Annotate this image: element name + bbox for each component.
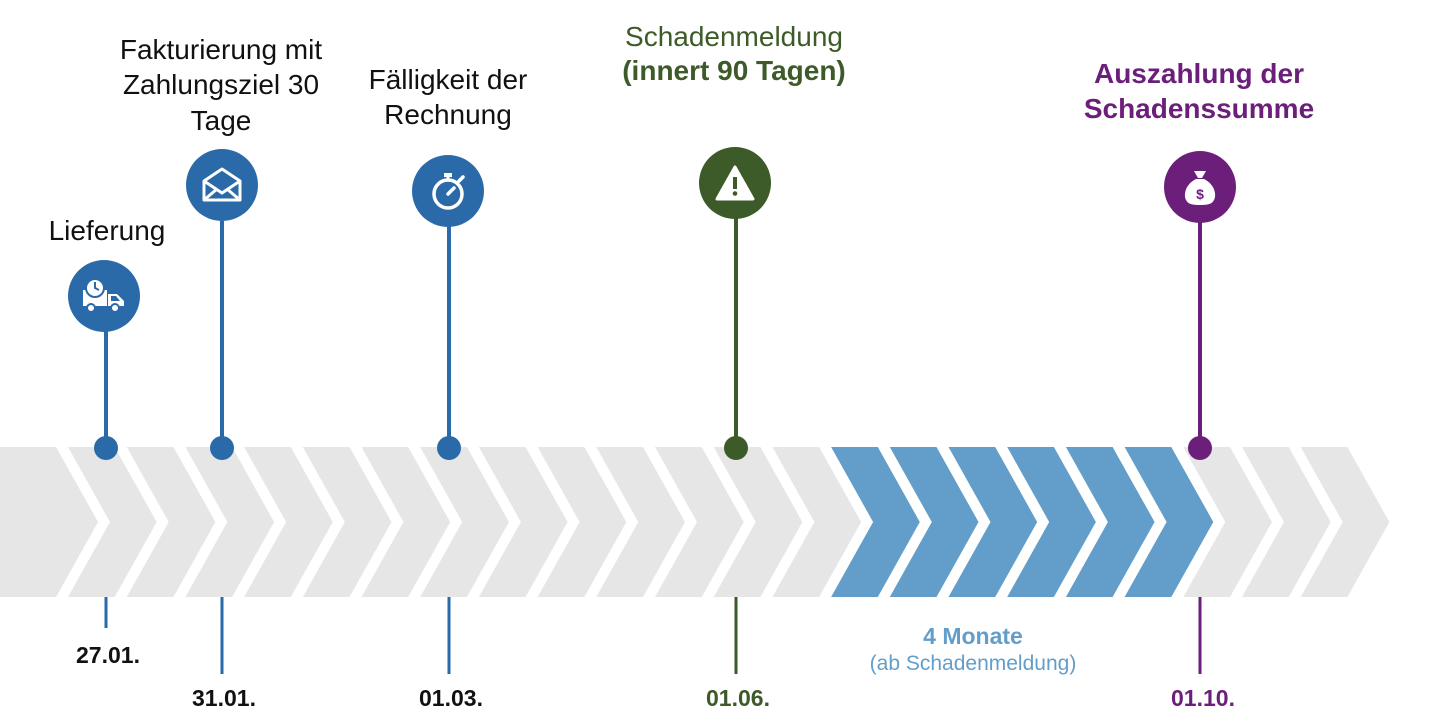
chevron-segment-highlight [1065,447,1155,597]
connectors [94,218,1212,674]
period-annotation: 4 Monate (ab Schadenmeldung) [823,623,1123,676]
label-line: Tage [190,104,252,136]
stopwatch-icon [412,155,484,227]
connector-auszahlung [1188,222,1212,674]
connector-schadenmeldung [724,218,748,674]
date-auszahlung: 01.10. [1171,685,1235,711]
label-line: Lieferung [48,215,166,246]
label-lieferung: Lieferung [27,213,187,249]
timeline-dot [724,436,748,460]
chevron-segment [361,447,451,597]
label-line: Schadenmeldung [625,21,843,52]
chevron-segment [68,447,157,597]
chevron-segment [596,447,685,597]
date-schadenmeldung: 01.06. [706,685,770,711]
chevron-segment [0,447,98,597]
timeline-dot [437,436,461,460]
chevron-band [0,447,1390,597]
label-line: Auszahlung der [1093,58,1304,89]
timeline-dot [94,436,118,460]
chevron-segment [420,447,509,597]
label-line: Fakturierung mit [119,34,323,65]
chevron-segment [655,447,744,597]
label-line: Schadenssumme [1083,92,1315,124]
timeline-dot [1188,436,1212,460]
label-line: Zahlungsziel 30 [122,69,320,101]
label-auszahlung: Auszahlung der Schadenssumme [1054,57,1344,126]
chevron-segment [478,447,568,597]
label-fakturierung: Fakturierung mit Zahlungsziel 30 Tage [96,32,346,138]
label-faelligkeit: Fälligkeit der Rechnung [338,63,558,132]
period-subtitle: (ab Schadenmeldung) [869,651,1077,675]
warning-icon [699,147,771,219]
chevron-segment [772,447,862,597]
chevron-segment [1242,447,1331,597]
label-line: Rechnung [384,98,512,130]
chevron-segment [1300,447,1390,597]
chevron-segment [126,447,216,597]
label-line: Fälligkeit der [368,64,528,95]
date-lieferung: 27.01. [76,642,140,668]
chevron-segment [185,447,275,597]
chevron-segment-highlight [831,447,920,597]
connector-faelligkeit [437,226,461,674]
chevron-segment-highlight [889,447,979,597]
connector-lieferung [94,330,118,628]
chevron-segment [537,447,627,597]
connector-fakturierung [210,221,234,674]
money-bag-icon: $ [1164,151,1236,223]
chevron-segment [713,447,803,597]
chevron-segment-highlight [948,447,1038,597]
svg-text:$: $ [1196,186,1204,202]
label-schadenmeldung: Schadenmeldung (innert 90 Tagen) [584,20,884,88]
date-fakturierung: 31.01. [192,685,256,711]
label-sub: (innert 90 Tagen) [622,55,846,87]
chevron-segment-highlight [1007,447,1096,597]
chevron-segment [244,447,333,597]
date-faelligkeit: 01.03. [419,685,483,711]
chevron-segment [1183,447,1272,597]
envelope-icon [186,149,258,221]
chevron-segment-highlight [1124,447,1214,597]
chevron-segment [302,447,392,597]
timeline-dot [210,436,234,460]
delivery-truck-icon [68,260,140,332]
period-title: 4 Monate [923,623,1023,649]
